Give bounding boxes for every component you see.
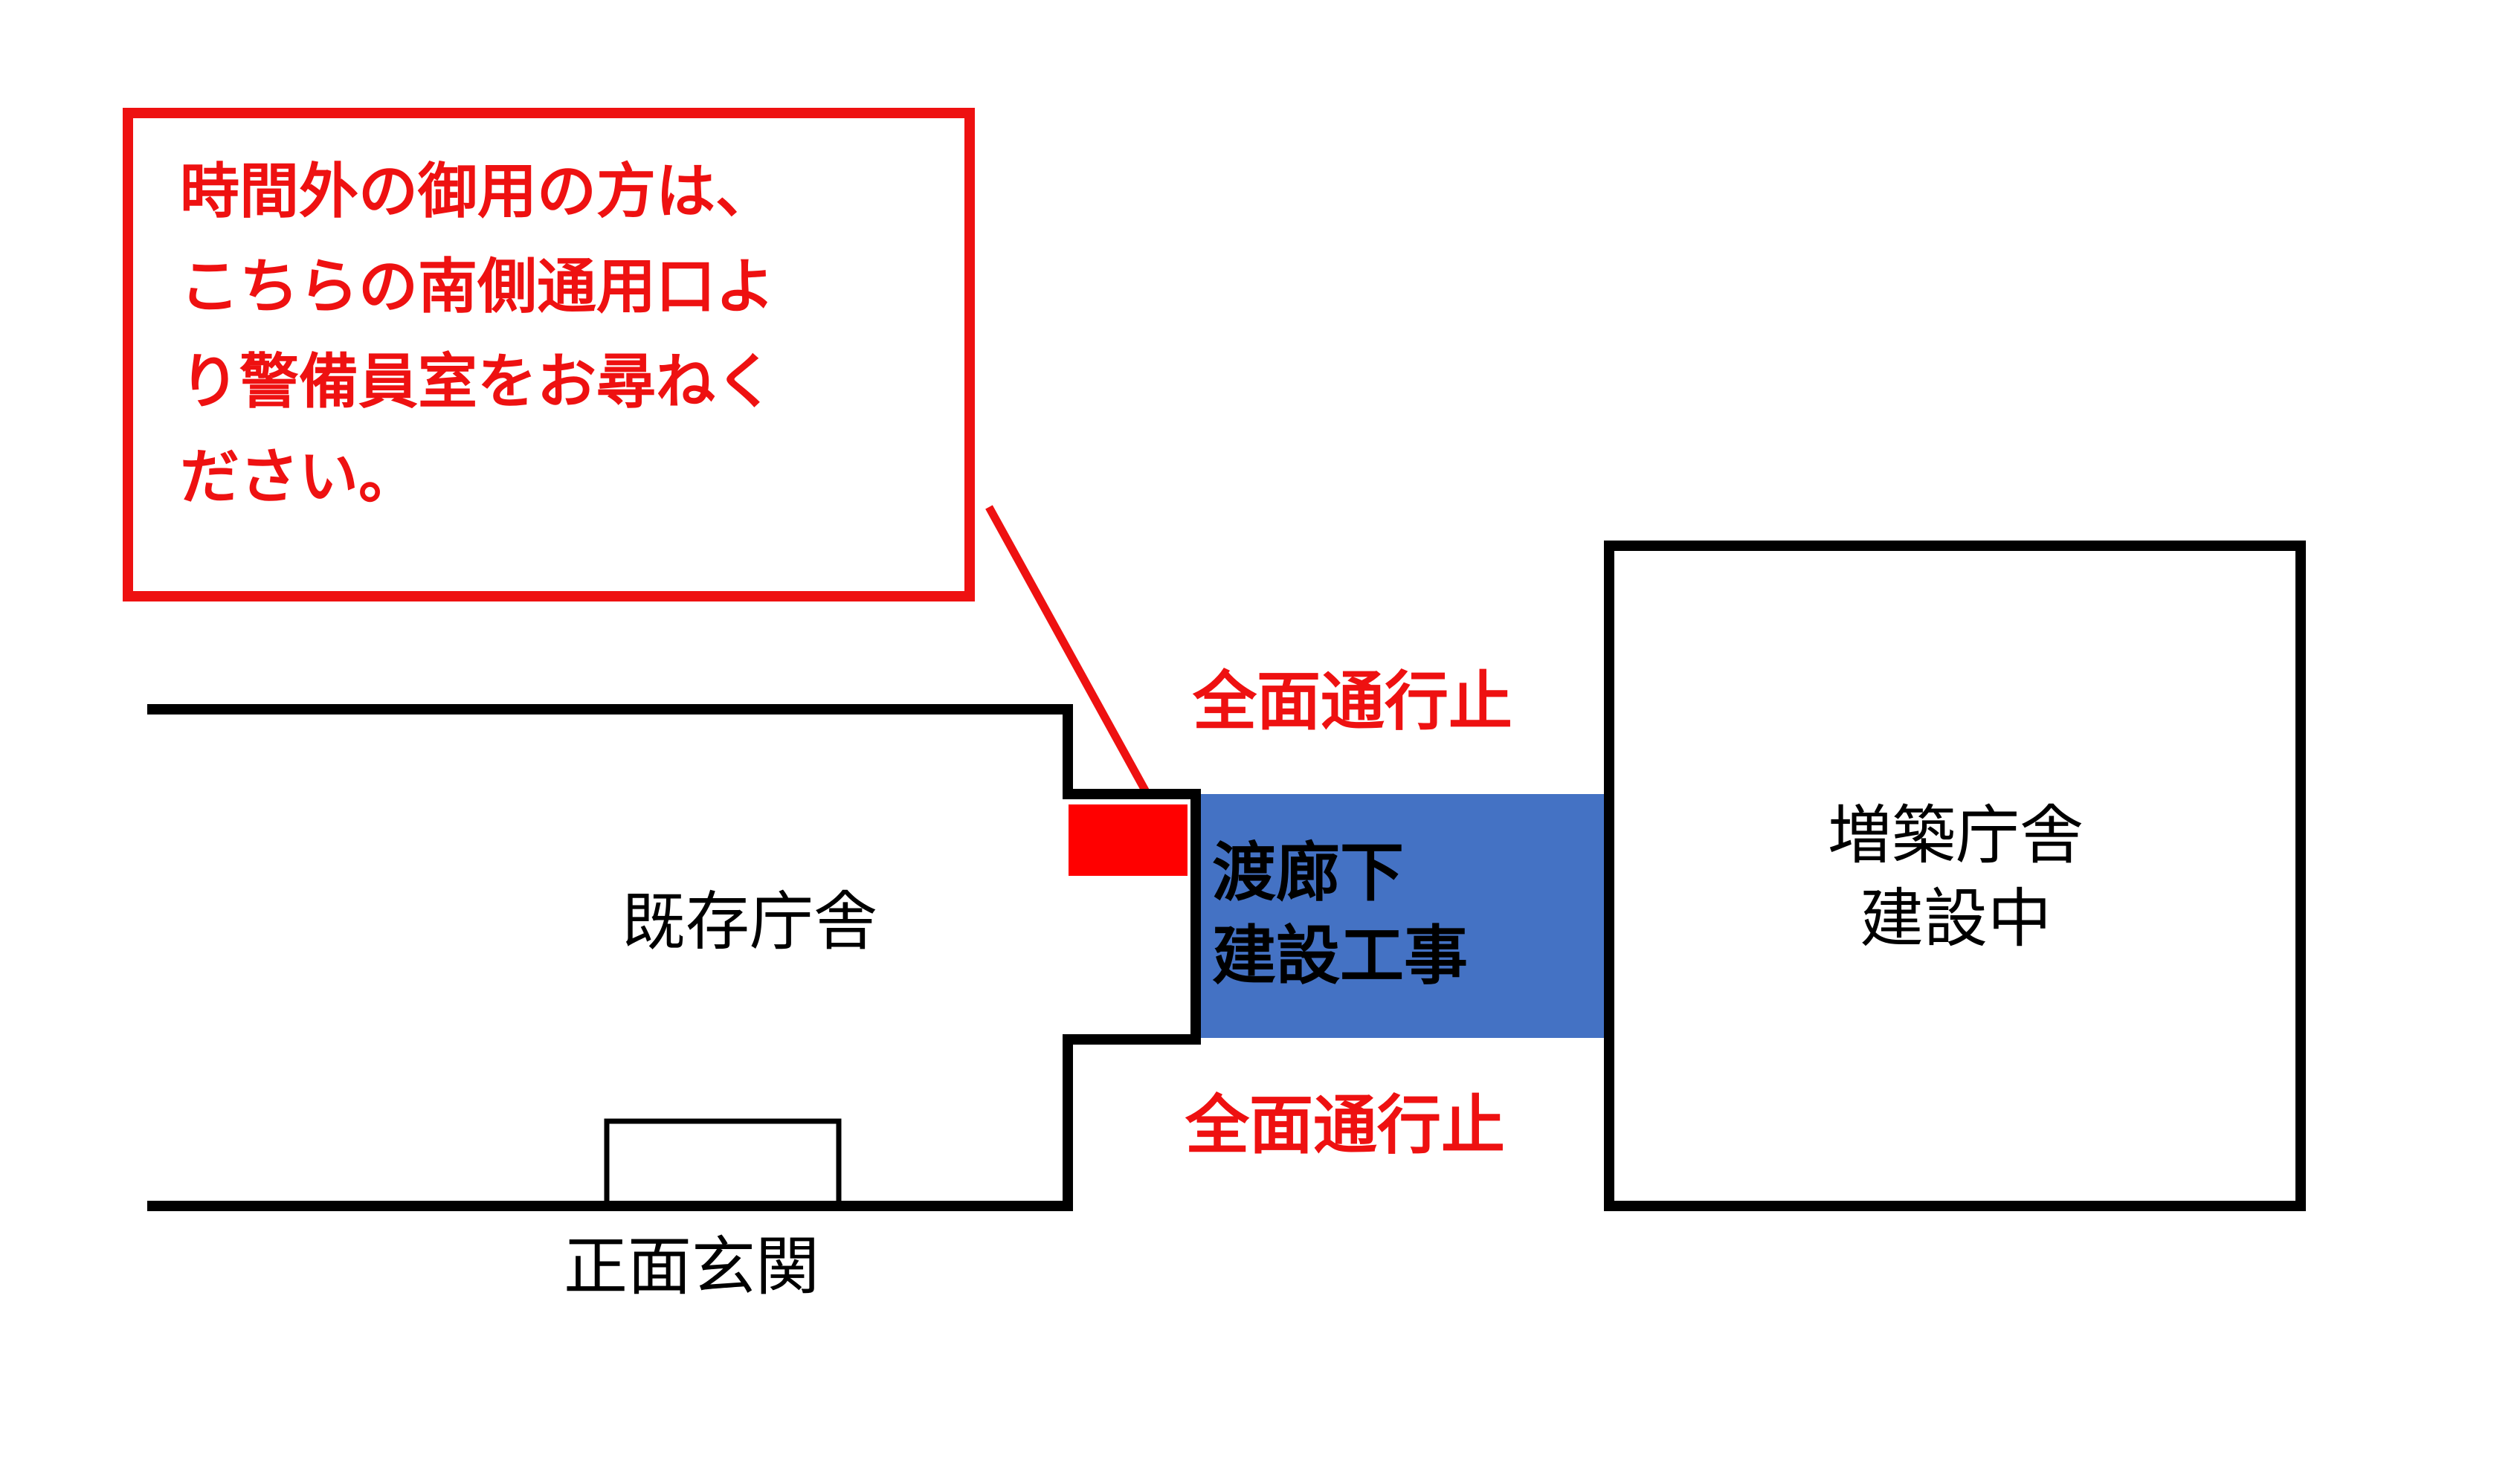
road-closed-label-top: 全面通行止 bbox=[1193, 665, 1512, 739]
corridor-label-line: 渡廊下 bbox=[1212, 836, 1404, 910]
corridor-area bbox=[1196, 794, 1608, 1038]
corridor-label: 渡廊下 建設工事 bbox=[1212, 831, 1468, 998]
notice-box bbox=[123, 108, 975, 601]
south-entrance-marker bbox=[1069, 804, 1188, 876]
notice-line: こちらの南側通用口よ bbox=[180, 252, 775, 321]
main-entrance-outline bbox=[604, 1118, 842, 1206]
road-closed-label-bottom: 全面通行止 bbox=[1185, 1088, 1505, 1163]
main-entrance-label: 正面玄関 bbox=[564, 1230, 819, 1304]
notice-line: 時間外の御用の方は、 bbox=[180, 157, 775, 226]
annex-building-outline bbox=[1604, 541, 2306, 1211]
notice-line: ださい。 bbox=[180, 442, 418, 512]
pointer-line bbox=[985, 505, 1153, 799]
notice-line: り警備員室をお尋ねく bbox=[180, 347, 775, 416]
annex-label-line: 増築庁舎 bbox=[1828, 799, 2084, 873]
existing-building-outline bbox=[147, 704, 1201, 1211]
corridor-label-line: 建設工事 bbox=[1212, 919, 1468, 993]
annex-label: 増築庁舎 建設中 bbox=[1770, 794, 2142, 961]
existing-building-label: 既存庁舎 bbox=[622, 885, 877, 959]
notice-text: 時間外の御用の方は、 こちらの南側通用口よ り警備員室をお尋ねく ださい。 bbox=[180, 144, 953, 525]
annex-label-line: 建設中 bbox=[1860, 882, 2052, 956]
